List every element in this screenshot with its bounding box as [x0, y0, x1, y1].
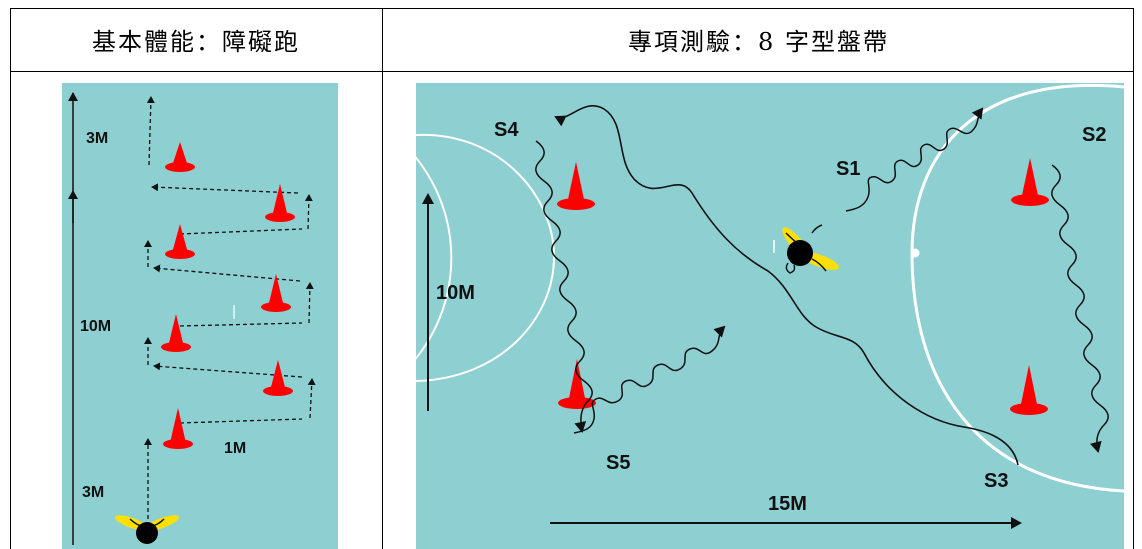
cone-icon: [165, 142, 195, 172]
header-divider: [10, 71, 1134, 72]
label-s4: S4: [494, 119, 519, 141]
cone-icon: [165, 224, 195, 259]
cone-icon: [1010, 365, 1048, 415]
label-bottom-distance: 3M: [82, 484, 104, 501]
wavy-path-s2: [1051, 164, 1109, 453]
running-path: [144, 96, 316, 533]
left-semicircle: [416, 133, 556, 382]
obstacle-run-diagram: 3M 10M 1M 3M: [62, 83, 338, 549]
label-horizontal-distance: 15M: [768, 493, 807, 515]
cone-icon: [161, 314, 191, 352]
player-icon: [114, 515, 180, 544]
cones-right: [557, 158, 1049, 415]
label-top-distance: 3M: [86, 130, 108, 147]
figure-eight-diagram: S4 S1 S2 10M S5 S3 15M: [416, 83, 1124, 549]
cone-icon: [1011, 158, 1049, 206]
header-figure-eight-dribble: 專項測驗：8 字型盤帶: [628, 28, 889, 56]
cone-icon: [265, 184, 295, 222]
cone-icon: [261, 274, 291, 312]
table-frame: [10, 8, 1134, 549]
header-obstacle-run: 基本體能：障礙跑: [92, 28, 300, 56]
wavy-path-s5: [573, 325, 726, 434]
cone-icon: [558, 359, 596, 409]
right-semicircle: [910, 84, 1124, 493]
wavy-path-s1: [845, 107, 984, 212]
label-spacing: 1M: [224, 440, 246, 457]
cone-icon: [557, 162, 595, 210]
cones: [161, 142, 295, 449]
label-s2: S2: [1082, 124, 1106, 146]
dribble-path-main: [554, 105, 1019, 466]
label-s5: S5: [606, 452, 630, 474]
left-circle-arc: [416, 156, 453, 360]
label-s1: S1: [836, 158, 860, 180]
label-middle-distance: 10M: [80, 318, 111, 335]
column-divider: [382, 8, 383, 549]
cone-icon: [263, 360, 293, 396]
wavy-path-s4: [535, 140, 593, 433]
center-dot: [910, 248, 920, 258]
label-s3: S3: [984, 470, 1008, 492]
cone-icon: [163, 408, 193, 449]
label-vertical-distance: 10M: [436, 282, 475, 304]
player-icon: [782, 224, 839, 274]
